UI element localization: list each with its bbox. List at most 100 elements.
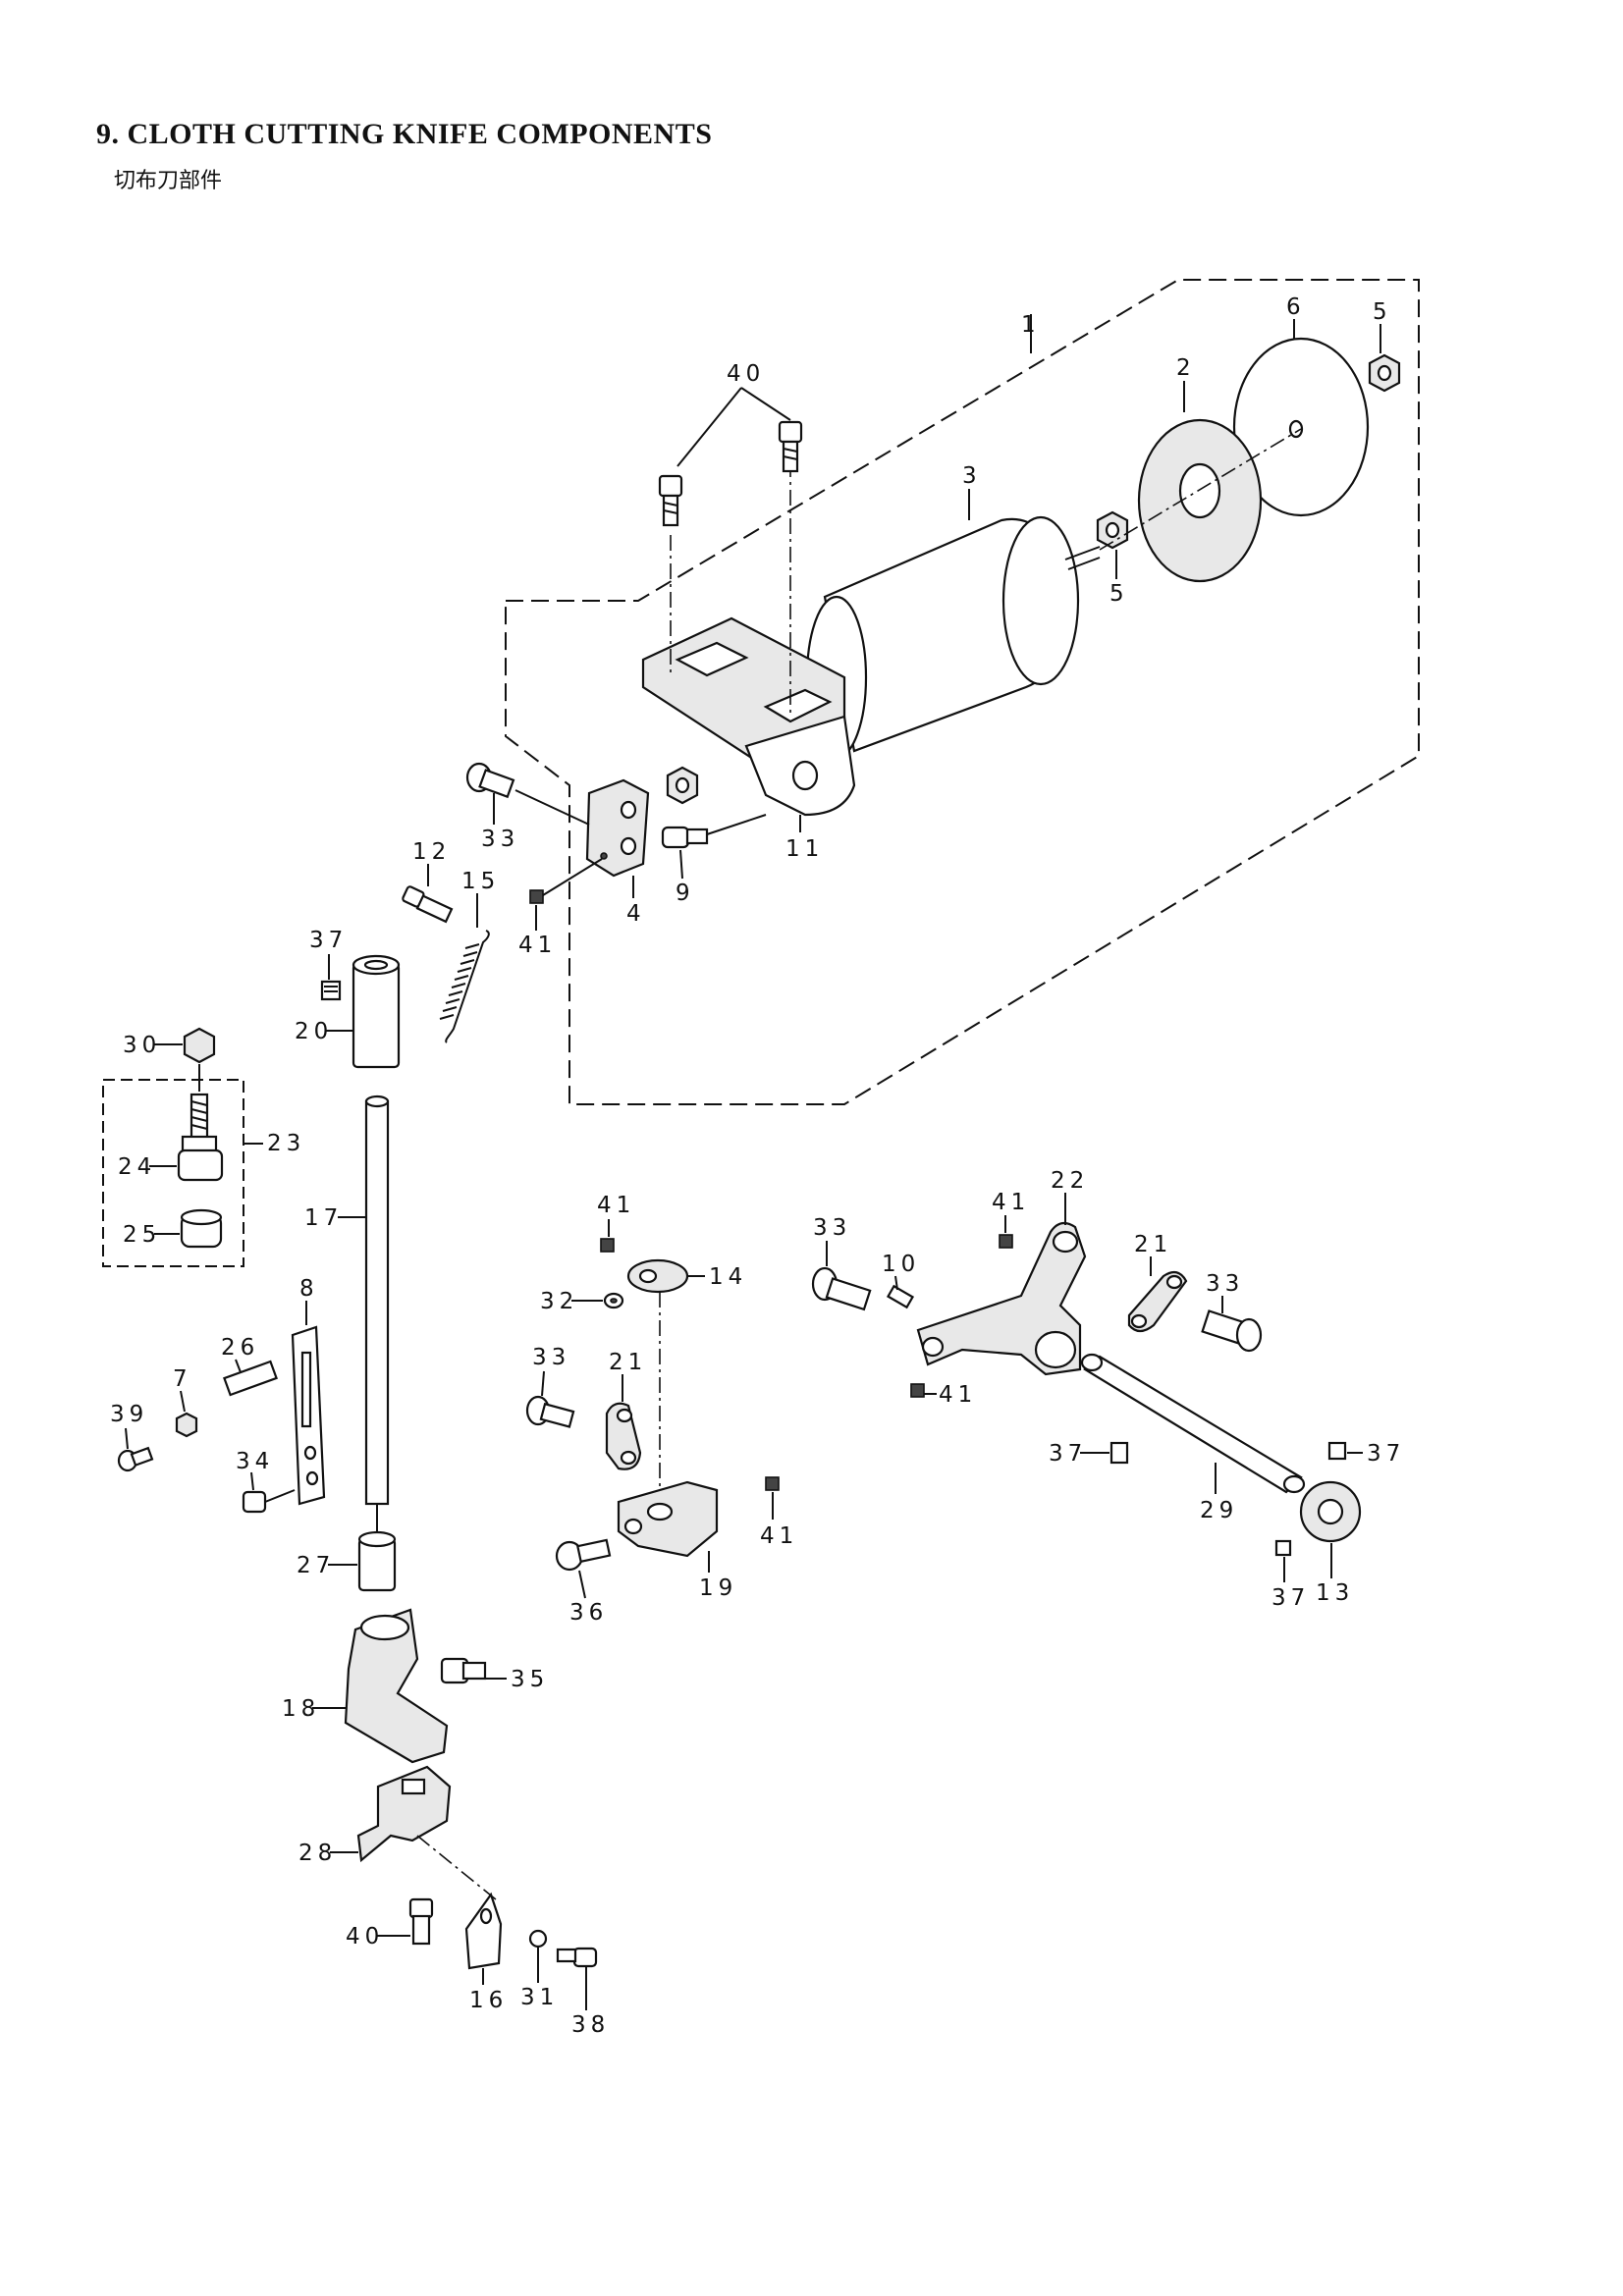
page-title: 9. CLOTH CUTTING KNIFE COMPONENTS: [96, 118, 713, 150]
part-39-screw: [117, 1446, 154, 1472]
part-34-screw: [242, 1489, 296, 1514]
label-25: 25: [123, 1222, 161, 1248]
label-6: 6: [1286, 294, 1306, 320]
part-6-knife-disc: [1232, 337, 1370, 517]
part-15-spring: [439, 930, 490, 1043]
part-7-nut-small: [175, 1412, 198, 1438]
part-25-cap: [180, 1208, 223, 1249]
part-18-knife-arm: [344, 1608, 487, 1764]
part-40-screw-right: [778, 420, 803, 473]
label-1: 1: [1021, 312, 1041, 338]
part-37-setscrew-collar-top: [1327, 1441, 1347, 1461]
label-37-shaft: 37: [1049, 1441, 1087, 1467]
label-2: 2: [1176, 355, 1196, 381]
label-21-right: 21: [1134, 1232, 1172, 1257]
part-2-washer-disc: [1137, 418, 1263, 583]
part-26-pin: [223, 1360, 278, 1397]
label-37-left: 37: [309, 928, 348, 953]
part-20-sleeve: [352, 954, 401, 1069]
page-subtitle: 切布刀部件: [114, 169, 223, 193]
part-21-link-right: [1127, 1270, 1188, 1333]
part-27-collar: [357, 1530, 397, 1592]
part-41-setscrew-right: [765, 1476, 780, 1491]
part-14-collar: [626, 1258, 689, 1507]
label-36: 36: [569, 1600, 608, 1626]
part-40-screw-left: [658, 474, 683, 527]
label-29: 29: [1200, 1498, 1238, 1523]
label-22: 22: [1051, 1168, 1089, 1194]
part-21-link-middle: [605, 1402, 642, 1470]
part-28-knife-holder: [356, 1765, 497, 1900]
label-5-top: 5: [1373, 299, 1392, 325]
label-37-collar-bottom: 37: [1271, 1585, 1310, 1611]
label-16: 16: [469, 1988, 508, 2013]
label-26: 26: [221, 1335, 259, 1361]
label-21-mid: 21: [609, 1350, 647, 1375]
part-8-slotted-plate: [291, 1325, 326, 1506]
part-5-nut-top: [1368, 353, 1401, 393]
label-33-mid: 33: [532, 1345, 570, 1370]
part-37-setscrew-left: [320, 980, 342, 1001]
part-11-motor-bracket: [641, 461, 856, 817]
label-39: 39: [110, 1402, 148, 1427]
part-labels: 40 1 6 5 2 3 5 11 9 33 4 41 12 15 37 20 …: [110, 294, 1405, 2038]
part-9-screw: [661, 814, 767, 849]
label-41-crank: 41: [992, 1190, 1030, 1215]
part-41-setscrew-mid: [600, 1238, 615, 1253]
label-35: 35: [511, 1667, 549, 1692]
part-30-nut: [183, 1027, 216, 1064]
label-9: 9: [676, 881, 695, 906]
label-41-mid: 41: [597, 1193, 635, 1218]
part-24-adjust-screw: [177, 1093, 224, 1182]
label-41-crank-lower: 41: [939, 1382, 977, 1408]
label-10: 10: [882, 1252, 920, 1277]
label-33-right-b: 33: [1206, 1271, 1244, 1297]
label-15: 15: [461, 869, 500, 894]
label-17: 17: [304, 1205, 343, 1231]
label-38: 38: [571, 2012, 610, 2038]
part-33-stud-right-b: [1201, 1309, 1263, 1353]
label-14: 14: [709, 1264, 747, 1290]
label-7: 7: [173, 1366, 192, 1392]
label-23: 23: [267, 1131, 305, 1156]
label-37-collar-top: 37: [1367, 1441, 1405, 1467]
label-41-right: 41: [760, 1523, 798, 1549]
part-33-stud-middle: [525, 1395, 575, 1428]
label-24: 24: [118, 1154, 156, 1180]
part-5-nut-shaft: [1096, 510, 1129, 550]
part-12-stud-screw: [402, 885, 454, 924]
part-31-washer: [528, 1929, 548, 1949]
label-34: 34: [236, 1449, 274, 1474]
label-30: 30: [123, 1033, 161, 1058]
part-36-screw: [555, 1538, 612, 1572]
label-19: 19: [699, 1575, 737, 1601]
label-32: 32: [540, 1289, 578, 1314]
part-40-screw-lower: [408, 1897, 434, 1946]
label-5-mid: 5: [1109, 581, 1129, 607]
part-22-crank-lever: [916, 1221, 1087, 1376]
part-37-setscrew-shaft: [1109, 1441, 1129, 1465]
part-17-shaft: [364, 1095, 390, 1536]
label-40-lower: 40: [346, 1924, 384, 1949]
part-32-washer: [603, 1292, 624, 1309]
part-16-blade: [464, 1892, 503, 1970]
part-10-pin: [886, 1284, 915, 1309]
part-38-screw: [556, 1947, 598, 1968]
part-37-setscrew-collar-bottom: [1274, 1539, 1292, 1557]
part-23-group-box: [102, 1079, 244, 1267]
label-3: 3: [962, 463, 982, 489]
part-33-stud-upper: [465, 762, 590, 826]
label-41-top: 41: [518, 933, 557, 958]
label-33-top: 33: [481, 827, 519, 852]
part-33-stud-right-a: [811, 1266, 872, 1311]
label-27: 27: [297, 1553, 335, 1578]
bracket-nut: [666, 766, 699, 805]
label-33-right-a: 33: [813, 1215, 851, 1241]
part-19-arm-clamp: [617, 1480, 719, 1558]
part-29-shaft: [1080, 1353, 1306, 1494]
label-12: 12: [412, 839, 451, 865]
part-13-collar: [1299, 1480, 1362, 1543]
label-18: 18: [282, 1696, 320, 1722]
label-13: 13: [1316, 1580, 1354, 1606]
